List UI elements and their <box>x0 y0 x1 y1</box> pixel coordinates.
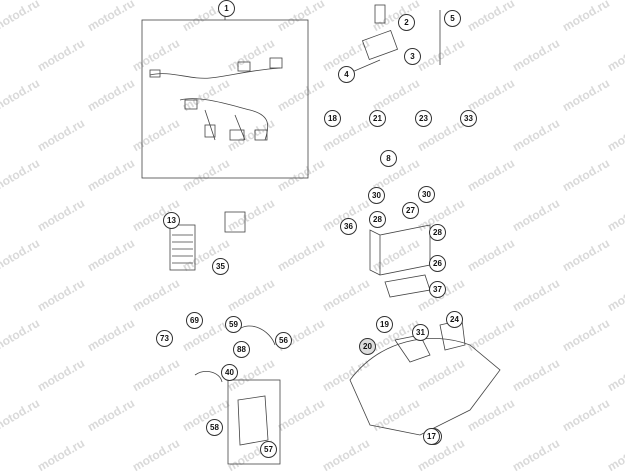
callout-57: 57 <box>260 441 277 458</box>
parts-group-box <box>227 379 281 465</box>
callout-58: 58 <box>206 419 223 436</box>
callout-27: 27 <box>402 202 419 219</box>
callout-37: 37 <box>429 281 446 298</box>
part-3 <box>361 29 399 61</box>
callout-17: 17 <box>423 428 440 445</box>
part-2 <box>374 4 386 24</box>
callout-69: 69 <box>186 312 203 329</box>
leader-4 <box>351 59 381 73</box>
harness-connector <box>184 99 198 110</box>
part-26 <box>369 224 431 276</box>
part-13 <box>169 224 196 271</box>
wiring-harness-box <box>141 19 309 179</box>
harness-connector <box>269 57 283 69</box>
wiring-harness <box>149 67 281 141</box>
callout-36: 36 <box>340 218 357 235</box>
callout-59: 59 <box>225 316 242 333</box>
callout-23: 23 <box>415 110 432 127</box>
callout-28: 28 <box>369 211 386 228</box>
part-40 <box>194 371 223 383</box>
callout-26: 26 <box>429 255 446 272</box>
callout-5: 5 <box>444 10 461 27</box>
callout-21: 21 <box>369 110 386 127</box>
callout-8: 8 <box>380 150 397 167</box>
callout-31: 31 <box>412 324 429 341</box>
part-31 <box>394 334 431 363</box>
callout-4: 4 <box>338 66 355 83</box>
part-56 <box>237 325 276 346</box>
callout-19: 19 <box>376 316 393 333</box>
harness-connector <box>204 124 216 138</box>
callout-13: 13 <box>163 212 180 229</box>
callout-88: 88 <box>233 341 250 358</box>
relay-connector <box>224 211 246 233</box>
harness-connector <box>237 61 251 72</box>
harness-connector <box>229 129 245 141</box>
callout-33: 33 <box>460 110 477 127</box>
callout-56: 56 <box>275 332 292 349</box>
regulator-fins <box>172 234 193 264</box>
callout-18: 18 <box>324 110 341 127</box>
callout-24: 24 <box>446 311 463 328</box>
callout-73: 73 <box>156 330 173 347</box>
harness-connector <box>254 129 268 141</box>
callout-2: 2 <box>398 14 415 31</box>
callout-28: 28 <box>429 224 446 241</box>
harness-connector <box>149 69 161 78</box>
callout-30: 30 <box>418 186 435 203</box>
part-14 <box>349 338 501 436</box>
callout-40: 40 <box>221 364 238 381</box>
callout-35: 35 <box>212 258 229 275</box>
callout-1: 1 <box>218 0 235 17</box>
callout-30: 30 <box>368 187 385 204</box>
part-58 <box>237 395 269 446</box>
callout-3: 3 <box>404 48 421 65</box>
callout-20: 20 <box>359 338 376 355</box>
part-37 <box>384 274 431 298</box>
